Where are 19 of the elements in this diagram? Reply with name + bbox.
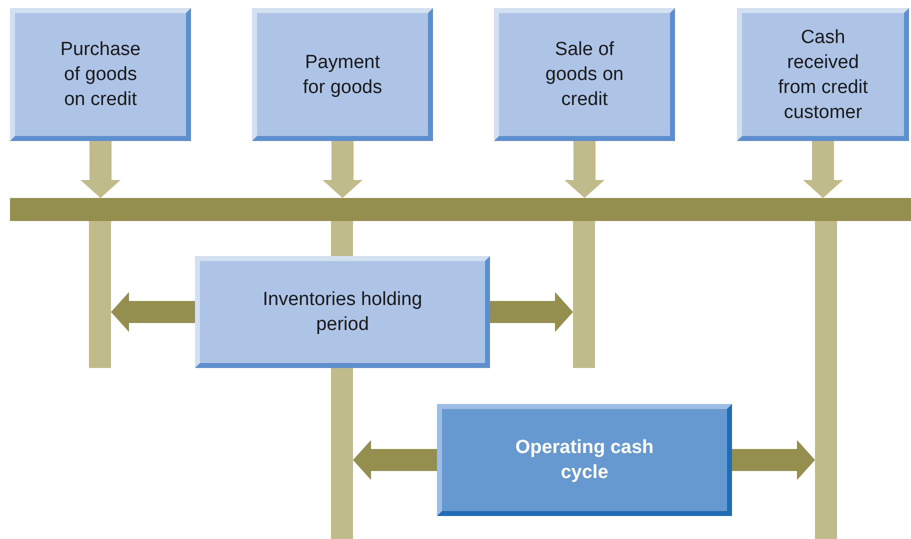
- event-box: Cash received from credit customer: [737, 8, 909, 141]
- vertical-bar: [815, 221, 837, 539]
- timeline-bar: [10, 198, 911, 221]
- vertical-bar: [89, 221, 111, 368]
- arrow: [322, 141, 362, 198]
- arrow: [80, 141, 120, 198]
- arrow: [732, 440, 815, 480]
- arrow: [490, 292, 573, 332]
- arrow: [803, 141, 843, 198]
- event-box: Sale of goods on credit: [494, 8, 675, 141]
- period-box: Inventories holding period: [195, 256, 490, 368]
- vertical-bar: [331, 368, 353, 539]
- arrow: [564, 141, 604, 198]
- period-box: Operating cash cycle: [437, 404, 732, 516]
- event-box: Payment for goods: [252, 8, 433, 141]
- event-box: Purchase of goods on credit: [10, 8, 191, 141]
- arrow: [111, 292, 195, 332]
- vertical-bar: [573, 221, 595, 368]
- arrow: [353, 440, 437, 480]
